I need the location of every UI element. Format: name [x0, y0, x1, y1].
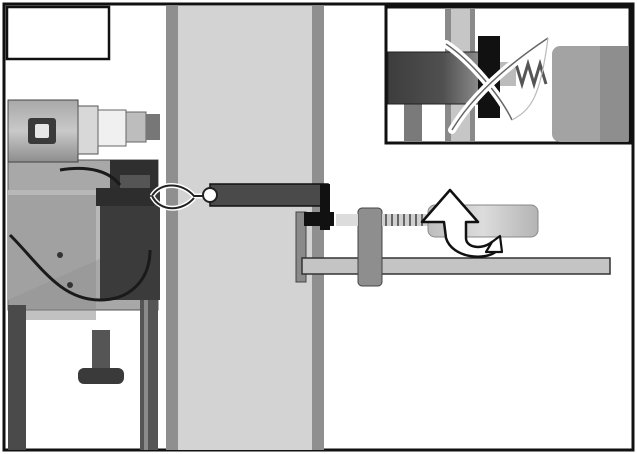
inset-incorrect-method	[384, 5, 632, 145]
callout-box	[5, 5, 111, 61]
motor-unit	[7, 99, 160, 450]
bar-clamp	[295, 204, 611, 287]
strap-clamp	[96, 183, 330, 230]
clamp-thread	[336, 214, 428, 226]
curved-rotate-arrow-icon	[420, 188, 504, 258]
x-cross-icon	[442, 34, 552, 134]
